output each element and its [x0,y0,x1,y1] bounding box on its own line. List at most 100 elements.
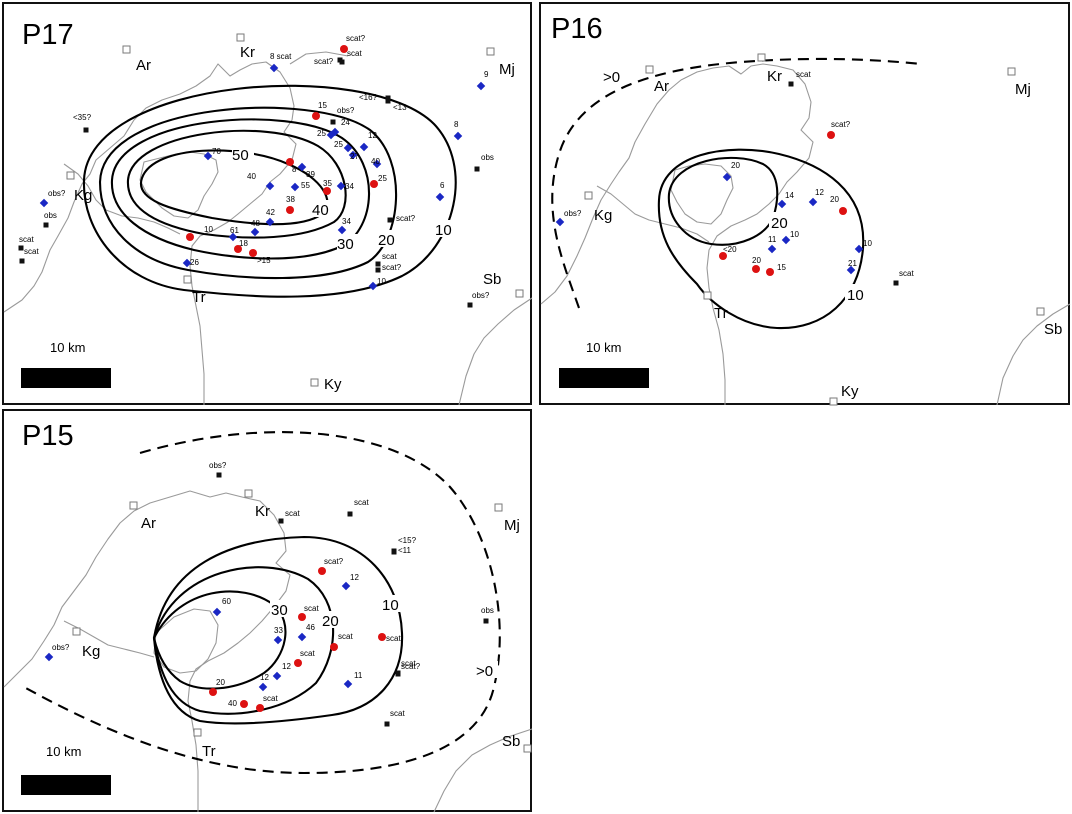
observation-label: scat [382,252,397,261]
blue-diamond-marker [44,652,54,662]
town-label-ar: Ar [654,78,669,95]
town-label-ar: Ar [141,515,156,532]
contour-label-40: 40 [312,202,329,219]
observation-label: >15 [257,256,271,265]
observation-label: <11 [398,546,412,555]
town-label-ky: Ky [841,383,859,400]
blue-diamond-marker [265,217,275,227]
observation-label: 48 [251,219,260,228]
blue-diamond-marker [203,151,213,161]
town-label-mj: Mj [1015,81,1031,98]
red-circle-marker [340,45,348,53]
observation-label: scat [263,694,278,703]
blue-diamond-marker [297,162,307,172]
observation-label: scat [300,649,315,658]
coastline-west [63,620,155,658]
black-square-marker [19,258,25,264]
town-marker-kr [757,53,766,62]
red-circle-marker [378,633,386,641]
observation-label: 38 [286,195,295,204]
black-square-marker [483,618,489,624]
black-square-marker [278,518,284,524]
observation-label: 8 [292,165,297,174]
blue-diamond-marker [272,671,282,681]
coastline-mainland [3,61,297,405]
red-circle-marker [298,613,306,621]
isopach-10 [82,84,457,298]
observation-label: obs? [52,643,70,652]
black-square-marker [375,267,381,273]
black-square-marker [375,261,381,267]
observation-label: 14 [785,191,794,200]
town-marker-mj [486,47,495,56]
scale-bar-label: 10 km [586,340,621,355]
town-marker-sb [1036,307,1045,316]
observation-label: scat [354,498,369,507]
red-circle-marker [766,268,774,276]
observation-label: 33 [274,626,283,635]
coastline-north [289,51,349,65]
coastline-west [596,185,710,243]
observation-label: scat [285,509,300,518]
observation-label: 24 [341,118,350,127]
observation-label: 39 [306,170,315,179]
observation-label: 10 [377,277,386,286]
observation-label: 11 [768,235,777,244]
black-square-marker [391,549,397,555]
observation-label: 46 [306,623,315,632]
observation-label: scat [304,604,319,613]
blue-diamond-marker [212,607,222,617]
coastline-inner [139,151,219,219]
red-circle-marker [240,700,248,708]
blue-diamond-marker [269,63,279,73]
observation-label: scat? [396,214,416,223]
town-marker-kr [236,33,245,42]
black-square-marker [347,511,353,517]
observation-label: <13 [393,103,407,112]
observation-label: 20 [216,678,225,687]
black-square-marker [474,166,480,172]
observation-label: 60 [222,597,231,606]
observation-label: scat? [324,557,344,566]
black-square-marker [395,671,401,677]
blue-diamond-marker [336,181,346,191]
coastline-mainland [540,63,814,405]
town-label-mj: Mj [499,61,515,78]
town-label-kg: Kg [82,643,100,660]
blue-diamond-marker [273,635,283,645]
contour-label-30: 30 [271,602,288,619]
observation-label: 20 [731,161,740,170]
observation-label: obs [481,153,494,162]
blue-diamond-marker [290,182,300,192]
observation-label: 21 [848,259,857,268]
map-canvas-p17: 50 40 30 20 10 Ar Kr Mj Kg Tr Sb Ky 708 … [3,19,533,406]
observation-label: 25 [317,129,326,138]
red-circle-marker [234,245,242,253]
observation-label: 9 [484,70,489,79]
contour-label-10: 10 [435,222,452,239]
observation-label: 12 [815,188,824,197]
observation-label: 35 [323,179,332,188]
blue-diamond-marker [435,192,445,202]
town-marker-mj [494,503,503,512]
observation-label: 27 [350,152,359,161]
observation-label: 11 [354,671,363,680]
observation-label: scat? [346,34,366,43]
town-label-mj: Mj [504,517,520,534]
town-marker-kg [72,627,81,636]
town-marker-kr [244,489,253,498]
observation-label: scat? [314,57,334,66]
observation-label: 8 scat [270,52,292,61]
blue-diamond-marker [250,227,260,237]
town-label-kr: Kr [240,44,255,61]
red-circle-marker [294,659,302,667]
black-square-marker [385,95,391,101]
observation-label: 6 [440,181,445,190]
isopach-dashed-0 [23,431,501,775]
town-marker-ar [129,501,138,510]
observation-label: <16? [359,93,378,102]
town-marker-tr [183,275,192,284]
blue-diamond-marker [846,265,856,275]
